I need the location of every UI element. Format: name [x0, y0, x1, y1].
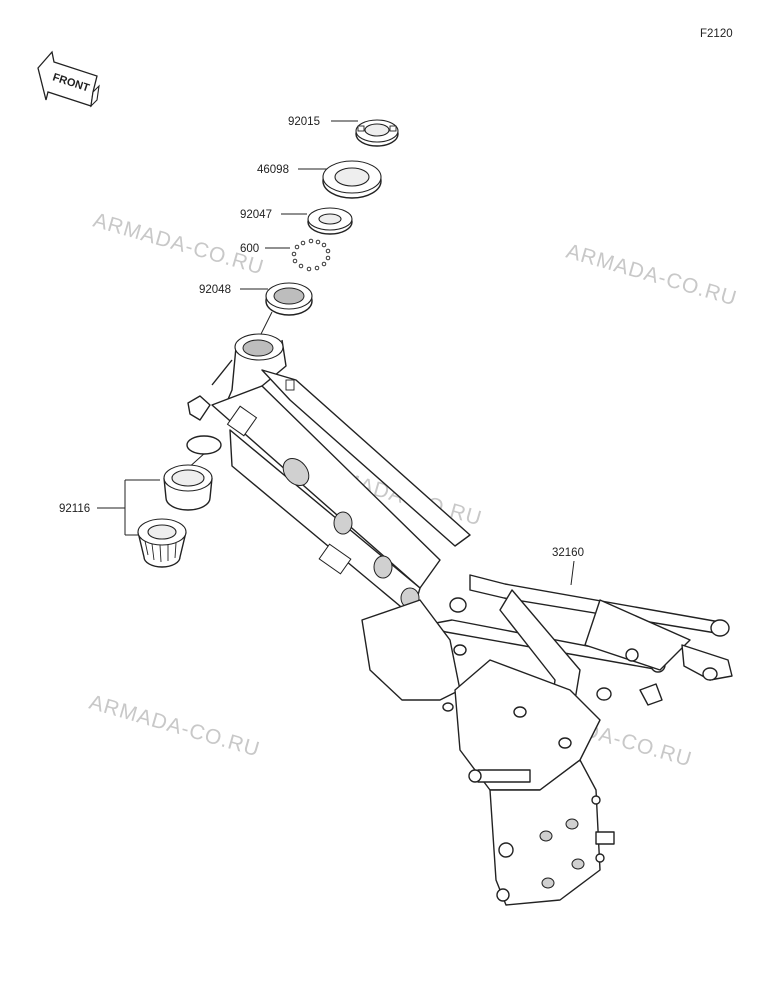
part-32160: 32160: [186, 333, 733, 906]
part-number-92047: 92047: [240, 209, 272, 221]
part-number-92048: 92048: [199, 284, 231, 296]
front-arrow-icon: FRONT: [37, 50, 100, 108]
part-92015: 92015: [288, 116, 399, 147]
figure-code: F2120: [700, 28, 733, 40]
frame-body: [186, 333, 733, 906]
steel-balls: [291, 238, 331, 272]
part-92116: 92116: [59, 451, 213, 568]
part-number-32160: 32160: [552, 547, 584, 559]
part-600: 600: [240, 238, 331, 272]
part-46098: 46098: [257, 160, 382, 199]
watermark: ARMADA-CO.RU: [87, 691, 263, 762]
watermark: ARMADA-CO.RU: [564, 240, 740, 311]
part-92048: 92048: [199, 282, 313, 335]
part-92047: 92047: [240, 207, 353, 235]
part-number-92116: 92116: [59, 503, 90, 515]
part-number-92015: 92015: [288, 116, 320, 128]
part-number-46098: 46098: [257, 164, 289, 176]
part-number-600: 600: [240, 243, 259, 255]
